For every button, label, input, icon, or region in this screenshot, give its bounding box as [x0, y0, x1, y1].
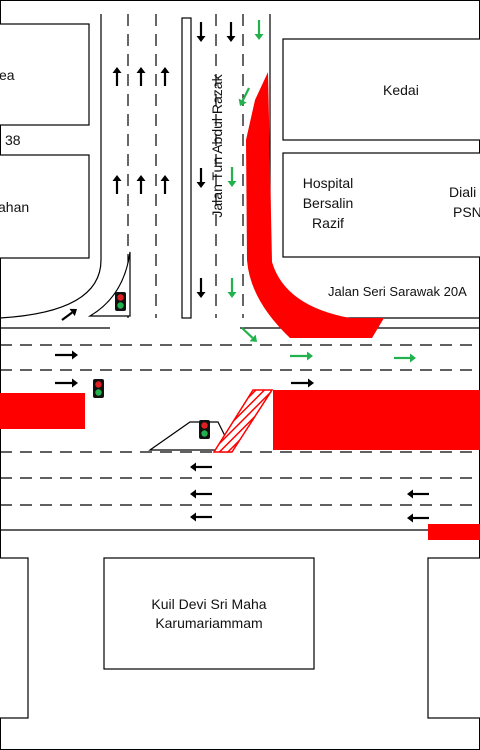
flow-arrow-icon — [290, 351, 313, 361]
lane-arrow-icon — [196, 168, 206, 188]
lane-arrow-icon — [196, 22, 206, 42]
flow-arrow-icon — [241, 327, 257, 342]
building-hospital — [282, 152, 480, 258]
lane-arrow-icon — [61, 308, 77, 321]
building-temple — [103, 557, 315, 670]
congestion-area-bottom-right — [428, 524, 480, 540]
lane-arrow-icon — [190, 512, 212, 522]
road-label-horizontal: Jalan Seri Sarawak 20A — [328, 284, 467, 299]
building-label-hospital-line1: Hospital — [302, 175, 354, 191]
congestion-area-left — [0, 393, 85, 429]
lane-arrow-icon — [112, 175, 122, 194]
flow-arrow-icon — [227, 167, 237, 187]
lane-arrow-icon — [196, 278, 206, 298]
building-label-top-left-1: ea — [0, 67, 15, 83]
road-corner-curve — [0, 259, 102, 319]
building-kedai — [282, 38, 480, 141]
lane-arrow-icon — [291, 378, 314, 388]
building-bottom-right — [427, 557, 480, 719]
flow-arrow-icon — [254, 20, 264, 40]
lane-arrow-icon — [55, 378, 78, 388]
congestion-area-vertical — [246, 72, 384, 338]
flow-arrow-icon — [227, 278, 237, 298]
flow-arrow-icon — [238, 87, 250, 106]
building-label-dialisis-line1: Diali — [449, 184, 477, 200]
congestion-area-right — [273, 390, 480, 450]
building-label-kedai: Kedai — [383, 82, 419, 98]
lane-arrow-icon — [160, 175, 170, 194]
building-bottom-left — [0, 557, 29, 719]
congestion-hatched-crossing — [212, 389, 274, 453]
building-label-hospital-line2: Bersalin — [302, 195, 354, 211]
building-label-top-left-2: ahan — [0, 199, 30, 215]
median-island — [148, 421, 233, 451]
road-median — [181, 17, 192, 319]
lane-arrow-icon — [160, 67, 170, 86]
building-top-left-2 — [0, 154, 90, 259]
lane-arrow-icon — [55, 350, 78, 360]
flow-arrow-icon — [394, 353, 416, 363]
traffic-light-icon — [115, 292, 126, 311]
lane-arrow-icon — [112, 67, 122, 86]
lane-arrow-icon — [136, 67, 146, 86]
road-label-vertical: Jalan Tun Abdul Razak — [209, 74, 225, 218]
lane-arrow-icon — [407, 513, 429, 523]
building-label-hospital-line3: Razif — [312, 215, 344, 231]
lane-arrow-icon — [190, 462, 212, 472]
building-label-temple-line2: Karumariammam — [155, 615, 263, 631]
lane-arrow-icon — [136, 175, 146, 194]
arrow-layer — [55, 20, 429, 523]
building-top-left-1 — [0, 23, 90, 126]
traffic-light-icon — [199, 420, 210, 439]
building-label-temple-line1: Kuil Devi Sri Maha — [151, 596, 267, 612]
traffic-light-icon — [93, 379, 104, 398]
lane-arrow-icon — [190, 489, 212, 499]
lot-number-label: 38 — [5, 132, 21, 148]
building-label-dialisis-line2: PSN — [453, 204, 480, 220]
lane-arrow-icon — [226, 22, 236, 42]
lane-arrow-icon — [407, 489, 429, 499]
